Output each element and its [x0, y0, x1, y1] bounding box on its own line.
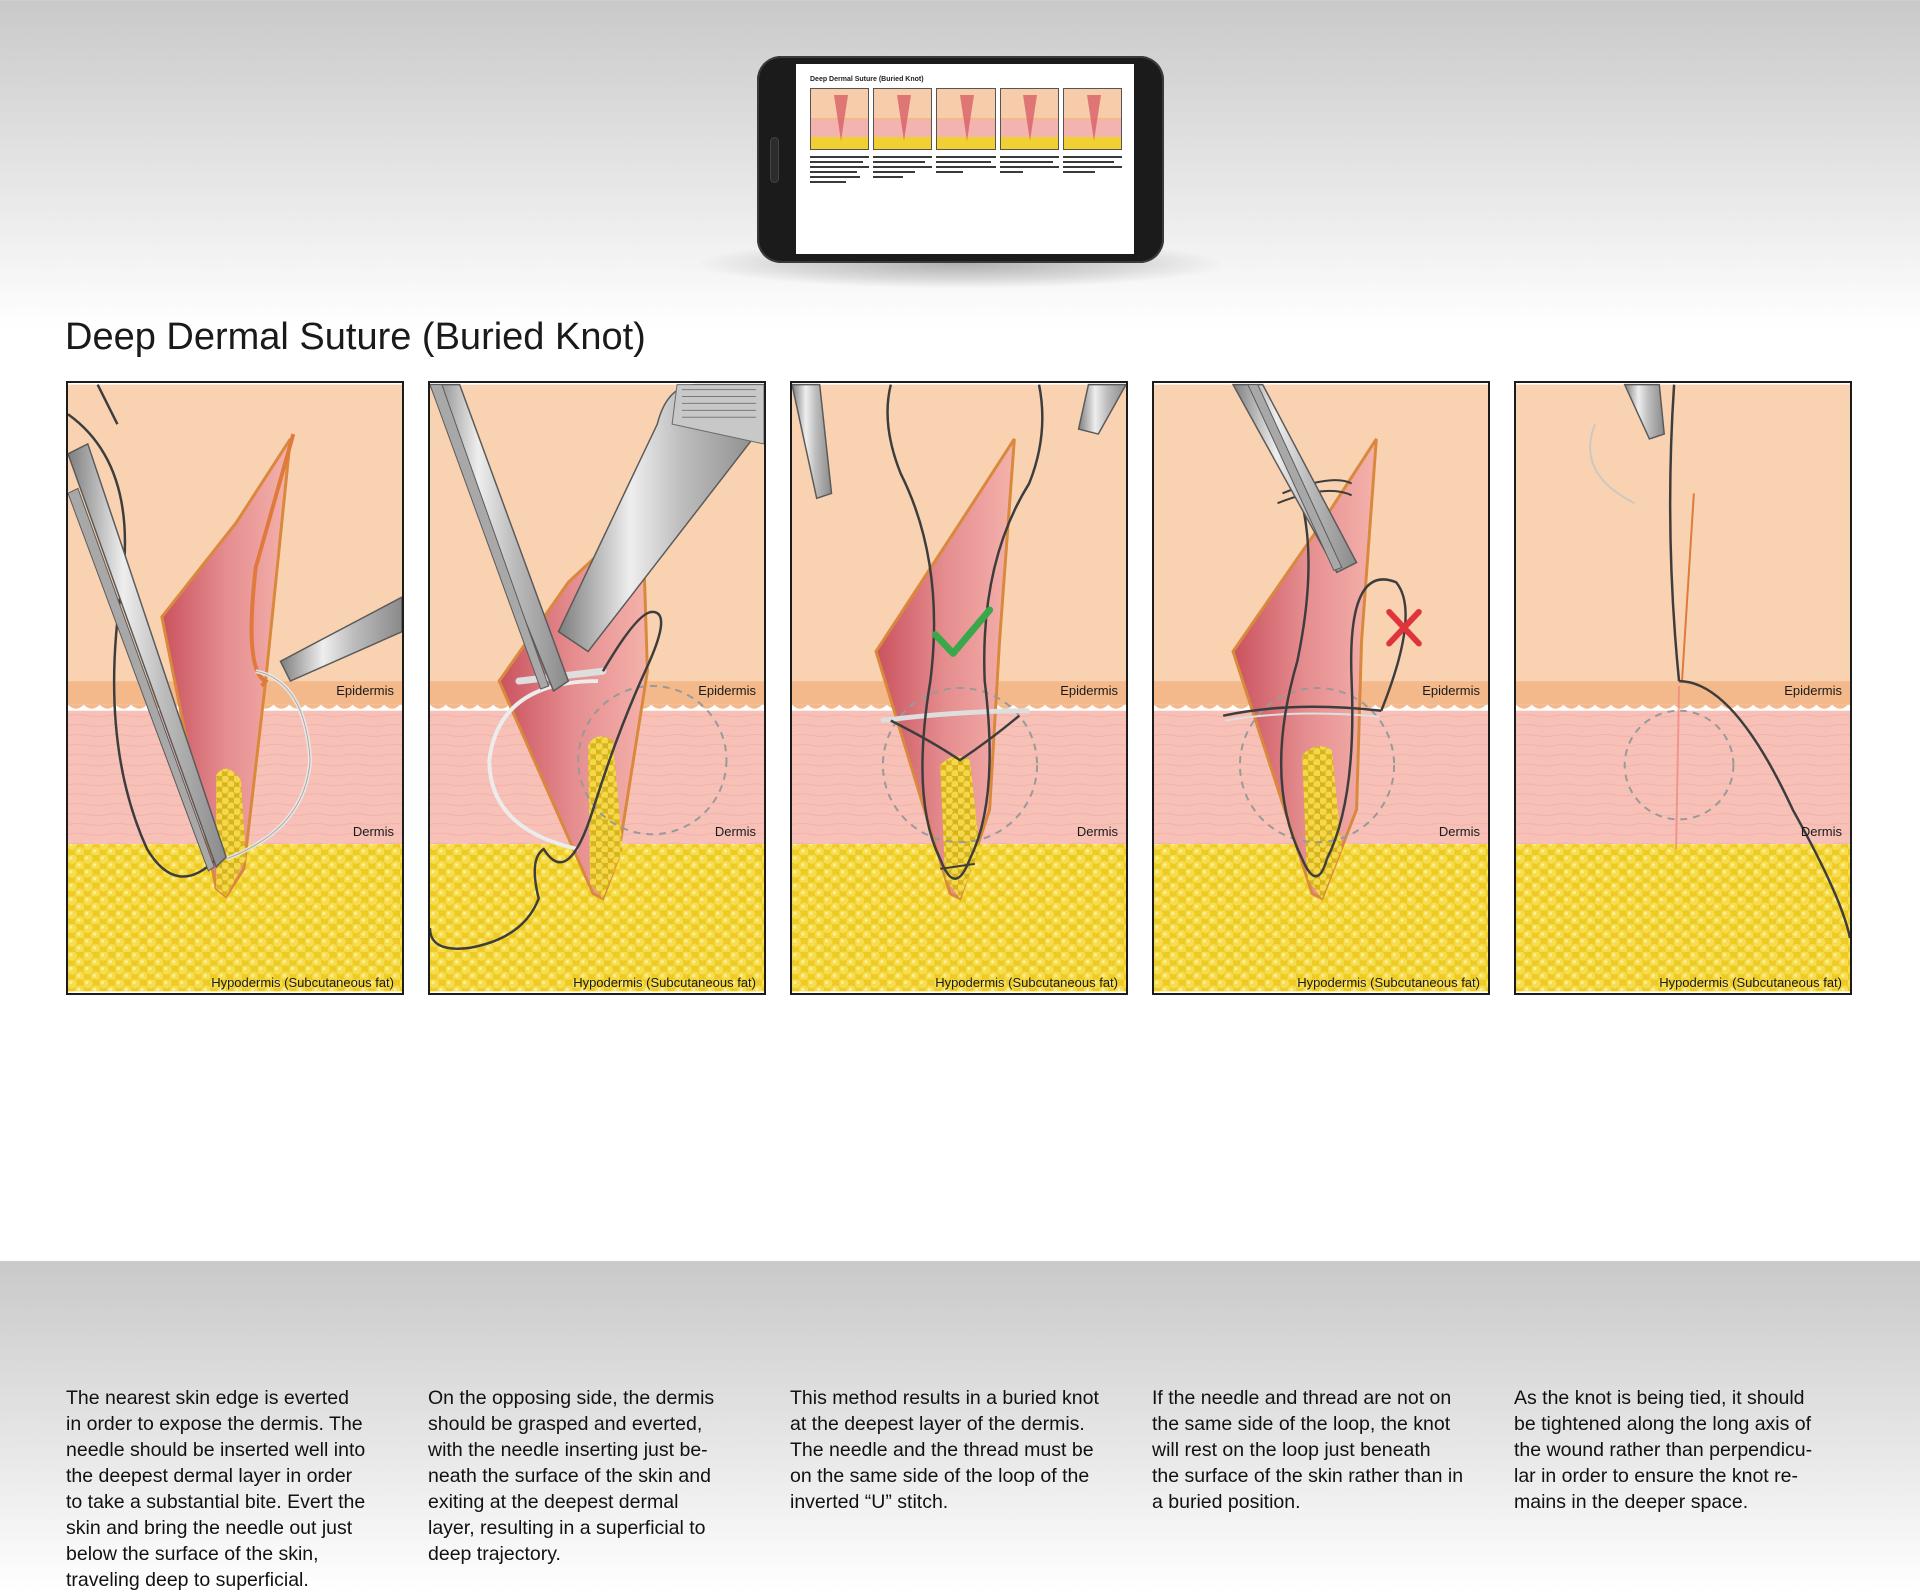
label-dermis: Dermis [1439, 824, 1480, 839]
label-dermis: Dermis [1801, 824, 1842, 839]
label-epidermis: Epidermis [1422, 683, 1480, 698]
step-panel-2: Epidermis Dermis Hypodermis (Subcutaneou… [428, 381, 766, 995]
label-epidermis: Epidermis [698, 683, 756, 698]
phone-home-button [771, 138, 778, 182]
step-caption: This method results in a buried knot at … [790, 1385, 1120, 1515]
step-panel-1: Epidermis Dermis Hypodermis (Subcutaneou… [66, 381, 404, 995]
step-caption: If the needle and thread are not on the … [1152, 1385, 1482, 1515]
page-title: Deep Dermal Suture (Buried Knot) [65, 316, 646, 359]
step-panel-3: Epidermis Dermis Hypodermis (Subcutaneou… [790, 381, 1128, 995]
phone-mockup: Deep Dermal Suture (Buried Knot) [757, 56, 1164, 263]
mini-panel [810, 88, 869, 150]
label-hypodermis: Hypodermis (Subcutaneous fat) [573, 975, 756, 990]
mini-panel [936, 88, 995, 150]
label-dermis: Dermis [353, 824, 394, 839]
label-hypodermis: Hypodermis (Subcutaneous fat) [1297, 975, 1480, 990]
mini-caption [1000, 156, 1059, 186]
step-caption: The nearest skin edge is everted in orde… [66, 1385, 396, 1593]
label-hypodermis: Hypodermis (Subcutaneous fat) [935, 975, 1118, 990]
mini-caption [873, 156, 932, 186]
mini-caption [1063, 156, 1122, 186]
phone-screen: Deep Dermal Suture (Buried Knot) [796, 64, 1134, 254]
mini-panel [873, 88, 932, 150]
step-caption: On the opposing side, the dermis should … [428, 1385, 758, 1567]
step-panel-5: Epidermis Dermis Hypodermis (Subcutaneou… [1514, 381, 1852, 995]
step-panel-4: Epidermis Dermis Hypodermis (Subcutaneou… [1152, 381, 1490, 995]
phone-mini-panels [810, 88, 1122, 150]
mini-caption [936, 156, 995, 186]
phone-mini-captions [810, 156, 1122, 186]
label-dermis: Dermis [715, 824, 756, 839]
label-epidermis: Epidermis [1784, 683, 1842, 698]
label-epidermis: Epidermis [336, 683, 394, 698]
mini-panel [1000, 88, 1059, 150]
mini-panel [1063, 88, 1122, 150]
label-hypodermis: Hypodermis (Subcutaneous fat) [1659, 975, 1842, 990]
step-caption: As the knot is being tied, it should be … [1514, 1385, 1844, 1515]
label-epidermis: Epidermis [1060, 683, 1118, 698]
phone-screen-title: Deep Dermal Suture (Buried Knot) [810, 76, 924, 83]
label-hypodermis: Hypodermis (Subcutaneous fat) [211, 975, 394, 990]
mini-caption [810, 156, 869, 186]
label-dermis: Dermis [1077, 824, 1118, 839]
